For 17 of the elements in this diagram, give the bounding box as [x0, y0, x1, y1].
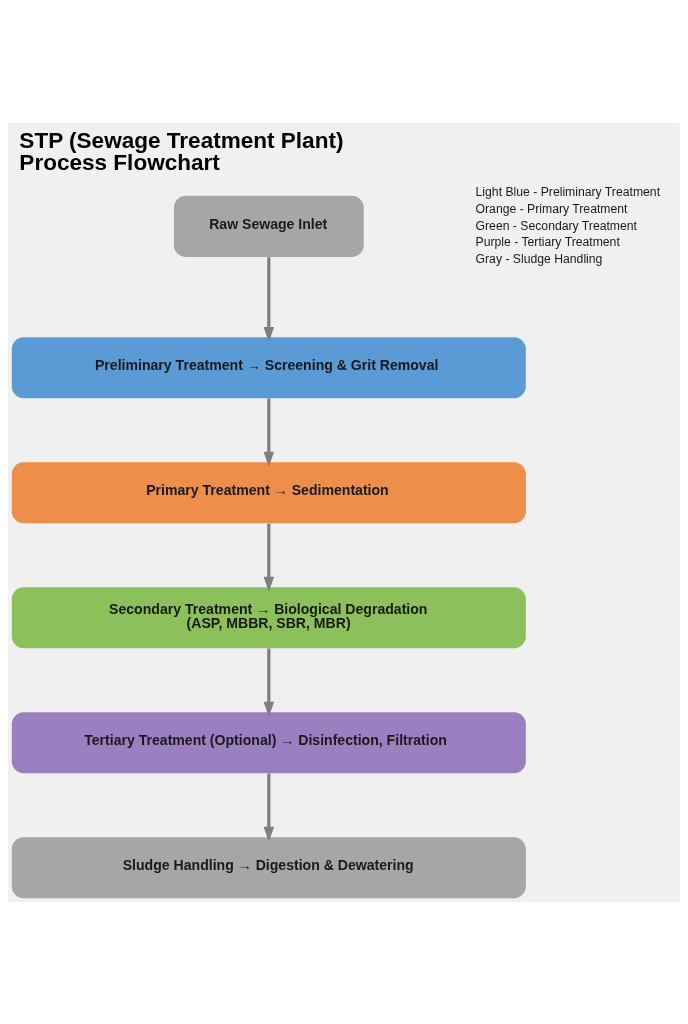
legend-label: Gray - Sludge Handling: [475, 251, 603, 266]
legend-label: Green - Secondary Treatment: [475, 218, 637, 233]
node-box: Sludge Handling → Digestion & Dewatering: [11, 836, 526, 898]
node-box: Tertiary Treatment (Optional) → Disinfection, Filtration: [11, 711, 526, 773]
node-box: Secondary Treatment → Biological Degradation (ASP, MBBR, SBR, MBR): [11, 586, 526, 648]
arrow: [263, 523, 275, 592]
diagram-title: STP (Sewage Treatment Plant) Process Flowchart: [19, 127, 344, 175]
arrow: [263, 398, 275, 467]
arrow: [263, 648, 275, 717]
node-box: Raw Sewage Inlet: [173, 195, 364, 257]
legend-label: Light Blue - Preliminary Treatment: [475, 184, 661, 199]
legend-label: Purple - Tertiary Treatment: [475, 234, 620, 249]
arrow: [263, 256, 275, 342]
node-box: Primary Treatment → Sedimentation: [11, 461, 526, 523]
node-box: Preliminary Treatment → Screening & Grit Removal: [11, 336, 526, 398]
legend-label: Orange - Primary Treatment: [475, 201, 628, 216]
arrow: [263, 772, 275, 842]
